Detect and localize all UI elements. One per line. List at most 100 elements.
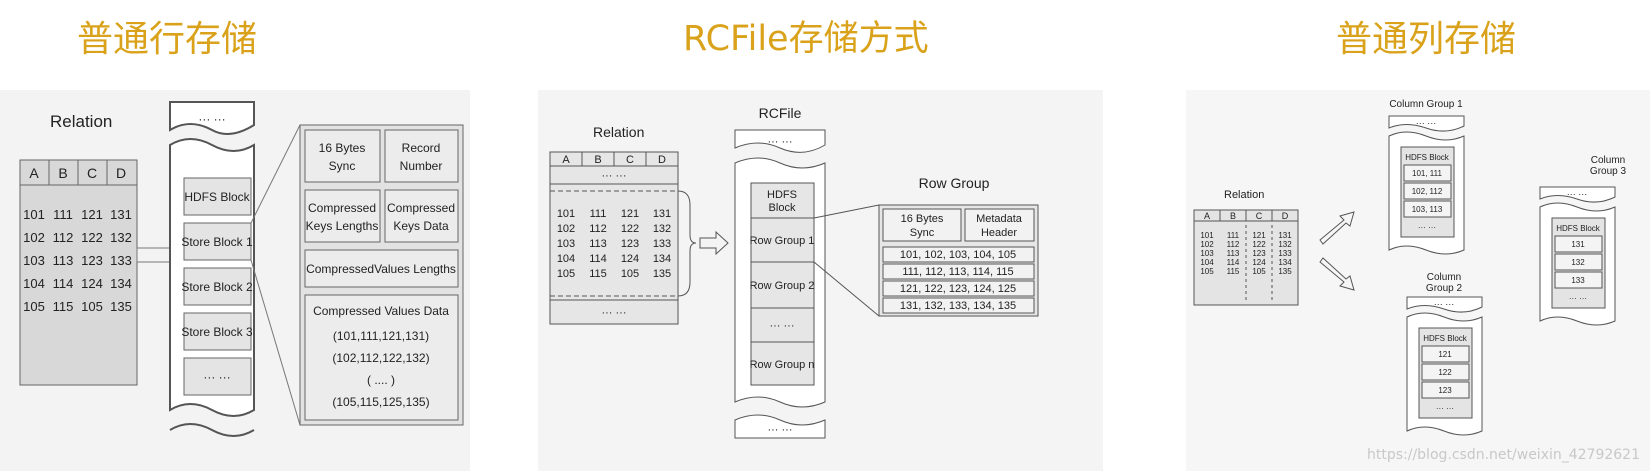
column-values: 122: [1438, 368, 1452, 377]
hdfs-block-label: HDFS Block: [184, 190, 250, 204]
file-top-scroll: [1388, 115, 1465, 132]
table-cell: 133: [653, 238, 671, 250]
table-cell: 103: [557, 238, 575, 250]
dots-label: ··· ···: [203, 370, 230, 384]
file-top-scroll: [1406, 296, 1483, 313]
column-header: C: [87, 165, 97, 181]
column-header: C: [626, 154, 634, 166]
relation-table: [19, 159, 138, 386]
table-cell: 121: [1252, 231, 1266, 240]
table-cell: 102: [23, 230, 45, 245]
column-header: C: [1256, 211, 1263, 221]
table-cell: 134: [653, 253, 671, 265]
dots-label: ··· ···: [1416, 118, 1436, 128]
table-cell: 104: [557, 253, 575, 265]
arrow-up-right-icon: [1319, 211, 1355, 245]
relation-table: [549, 151, 679, 325]
store-block-label: Store Block 2: [181, 280, 253, 294]
file-top-scroll: [734, 129, 826, 153]
table-cell: 113: [589, 238, 607, 250]
column-values-line: 121, 122, 123, 124, 125: [900, 283, 1016, 295]
table-cell: 113: [53, 253, 74, 268]
table-cell: 124: [621, 253, 639, 265]
table-cell: 101: [1200, 231, 1214, 240]
table-cell: 135: [653, 268, 671, 280]
store-blocks: [183, 177, 252, 396]
table-cell: 135: [1278, 267, 1292, 276]
column-values: 123: [1438, 386, 1452, 395]
column-header: B: [1230, 211, 1236, 221]
row-groups: [750, 182, 815, 386]
values-data-line: (105,115,125,135): [332, 395, 429, 409]
table-cell: 114: [53, 276, 74, 291]
table-cell: 131: [1278, 231, 1292, 240]
dots-label: ··· ···: [767, 136, 792, 148]
table-cell: 114: [1227, 258, 1240, 267]
table-cell: 133: [1278, 249, 1292, 258]
table-cell: 124: [81, 276, 103, 291]
table-cell: 112: [589, 223, 607, 235]
title-rcfile: RCFile存储方式: [683, 19, 929, 59]
table-cell: 132: [110, 230, 132, 245]
column-group-3-label: Column: [1591, 155, 1625, 166]
table-cell: 111: [1227, 231, 1240, 240]
table-cell: 121: [621, 208, 639, 220]
table-cell: 122: [621, 223, 639, 235]
arrow-down-right-icon: [1319, 257, 1355, 291]
hdfs-block-label: HDFS: [767, 189, 797, 201]
file-top-scroll: [169, 101, 255, 135]
relation-label: Relation: [1224, 189, 1264, 201]
values-data-line: (101,111,121,131): [333, 329, 429, 343]
store-block-label: Store Block 3: [181, 325, 253, 339]
table-cell: 112: [53, 230, 74, 245]
dots-label: ··· ···: [1567, 189, 1587, 199]
table-cell: 133: [110, 253, 132, 268]
table-cell: 115: [53, 299, 74, 314]
rcfile-label: RCFile: [759, 105, 802, 121]
table-cell: 131: [653, 208, 671, 220]
table-cell: 134: [110, 276, 132, 291]
dots-label: ··· ···: [767, 424, 792, 436]
dots-label: ··· ···: [1436, 404, 1454, 413]
keys-lengths-label: Keys Lengths: [306, 219, 379, 233]
dots-label: ··· ···: [1434, 299, 1454, 309]
keys-data-label: Keys Data: [393, 219, 449, 233]
table-cell: 131: [110, 207, 132, 222]
title-row-storage: 普通行存储: [77, 19, 258, 60]
table-cell: 123: [1252, 249, 1266, 258]
keys-data-label: Compressed: [387, 201, 455, 215]
hdfs-block-label: HDFS Block: [1556, 224, 1601, 233]
column-values: 131: [1571, 240, 1585, 249]
dots-label: ··· ···: [769, 320, 794, 332]
metadata-label: Header: [981, 227, 1017, 239]
column-header: A: [562, 154, 570, 166]
table-cell: 105: [621, 268, 639, 280]
table-cell: 104: [1200, 258, 1214, 267]
table-cell: 124: [1252, 258, 1266, 267]
sync-label: Sync: [910, 227, 935, 239]
table-cell: 122: [1252, 240, 1266, 249]
file-top-scroll: [1539, 186, 1616, 203]
column-header: B: [594, 154, 601, 166]
table-cell: 115: [589, 268, 607, 280]
table-cell: 105: [1252, 267, 1266, 276]
sync-label: Sync: [329, 159, 356, 173]
record-number-label: Record: [402, 141, 441, 155]
column-group-2-label: Column: [1427, 272, 1461, 283]
table-cell: 132: [1278, 240, 1292, 249]
watermark: https://blog.csdn.net/weixin_42792621: [1366, 447, 1640, 463]
table-cell: 123: [81, 253, 103, 268]
table-cell: 132: [653, 223, 671, 235]
dots-label: ··· ···: [1418, 223, 1436, 232]
column-values-line: 131, 132, 133, 134, 135: [900, 300, 1016, 312]
title-column-storage: 普通列存储: [1336, 19, 1517, 60]
table-cell: 105: [557, 268, 575, 280]
row-group-title: Row Group: [919, 175, 990, 191]
dots-label: ··· ···: [1569, 294, 1587, 303]
values-data-line: (102,112,122,132): [332, 351, 429, 365]
table-cell: 105: [1200, 267, 1214, 276]
table-cell: 104: [23, 276, 45, 291]
table-cell: 122: [81, 230, 103, 245]
